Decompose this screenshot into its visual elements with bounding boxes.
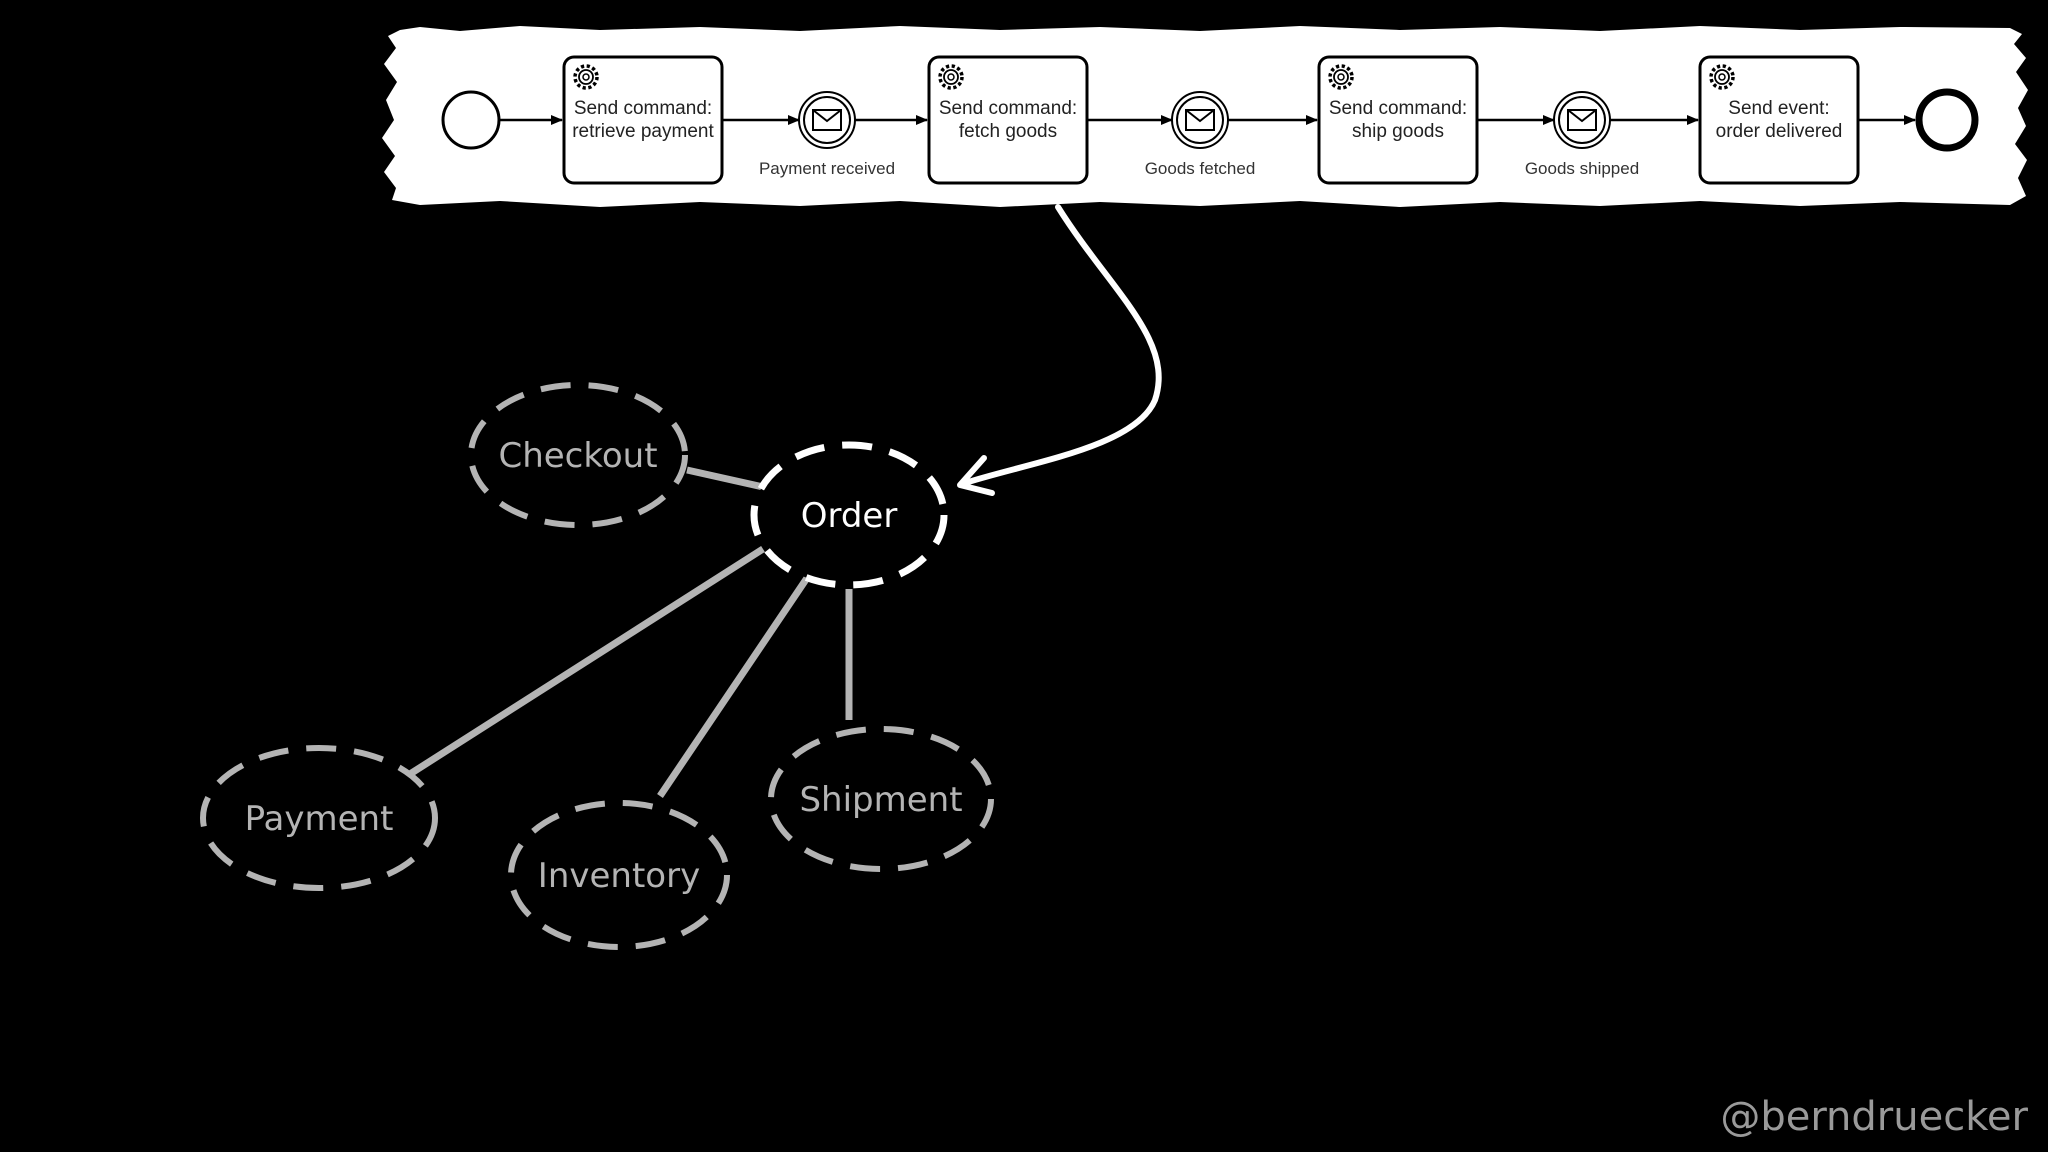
context-label: Shipment bbox=[799, 780, 962, 820]
envelope-icon bbox=[812, 109, 842, 131]
context-label: Order bbox=[801, 496, 898, 536]
gear-icon bbox=[573, 64, 599, 90]
task-fetch-goods: Send command: fetch goods bbox=[927, 55, 1089, 185]
task-retrieve-payment: Send command: retrieve payment bbox=[562, 55, 724, 185]
task-label-line1: Send command: bbox=[939, 98, 1077, 119]
message-event-goods-shipped: Goods shipped bbox=[1525, 91, 1639, 178]
task-label-line1: Send event: bbox=[1728, 98, 1829, 119]
gear-icon bbox=[1328, 64, 1354, 90]
task-label-line2: fetch goods bbox=[959, 121, 1057, 142]
relation-order-payment bbox=[408, 546, 765, 777]
task-order-delivered: Send event: order delivered bbox=[1698, 55, 1860, 185]
context-checkout: Checkout bbox=[468, 382, 688, 528]
event-label: Payment received bbox=[759, 159, 895, 178]
envelope-icon bbox=[1567, 109, 1597, 131]
bpmn-process-strip: Send command: retrieve payment Payment r… bbox=[382, 26, 2028, 207]
relation-order-inventory bbox=[657, 576, 810, 798]
context-label: Checkout bbox=[498, 436, 657, 476]
task-ship-goods: Send command: ship goods bbox=[1317, 55, 1479, 185]
event-label: Goods fetched bbox=[1145, 159, 1256, 178]
event-label: Goods shipped bbox=[1525, 159, 1639, 178]
context-order: Order bbox=[750, 441, 948, 589]
gear-icon bbox=[938, 64, 964, 90]
task-label-line2: ship goods bbox=[1352, 121, 1444, 142]
context-relations bbox=[408, 466, 853, 798]
context-payment: Payment bbox=[200, 745, 438, 891]
envelope-icon bbox=[1185, 109, 1215, 131]
task-label-line2: order delivered bbox=[1716, 121, 1843, 142]
task-label-line2: retrieve payment bbox=[572, 121, 714, 142]
context-shipment: Shipment bbox=[768, 726, 994, 872]
message-event-goods-fetched: Goods fetched bbox=[1145, 91, 1256, 178]
author-handle: @berndruecker bbox=[1720, 1094, 2028, 1140]
message-event-payment-received: Payment received bbox=[759, 91, 895, 178]
task-label-line1: Send command: bbox=[1329, 98, 1467, 119]
relation-order-checkout bbox=[686, 466, 764, 491]
gear-icon bbox=[1709, 64, 1735, 90]
end-event bbox=[1915, 88, 1979, 152]
task-label-line1: Send command: bbox=[574, 98, 712, 119]
context-label: Payment bbox=[245, 799, 394, 839]
process-to-order-arrow bbox=[957, 204, 1162, 496]
context-inventory: Inventory bbox=[508, 800, 730, 950]
context-label: Inventory bbox=[538, 856, 700, 896]
start-event bbox=[441, 90, 501, 150]
